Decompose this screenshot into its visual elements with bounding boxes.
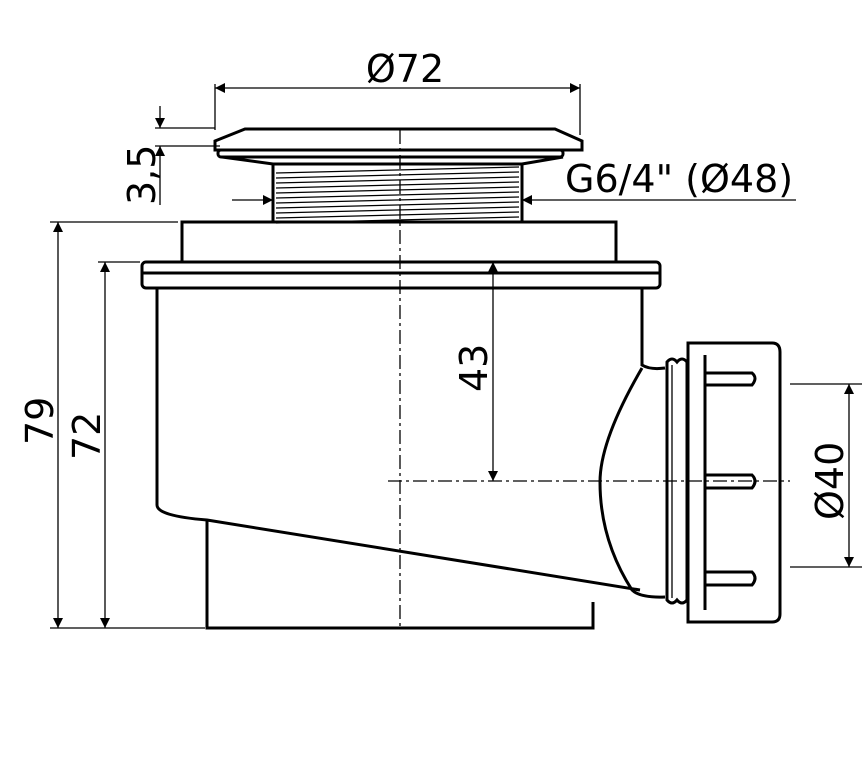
label-outlet-diameter: Ø40 [808,442,852,520]
dim-outlet-height: 43 [452,262,498,481]
thread-section [271,162,524,224]
label-total-height: 79 [18,397,62,445]
body-top-block [180,220,618,264]
thread-line [275,196,520,204]
thread-line [275,186,520,194]
dim-outlet-diameter: Ø40 [790,383,862,568]
drain-cap [213,127,584,166]
trap-body [155,288,666,630]
label-cap-diameter: Ø72 [366,47,444,91]
thread-line [275,176,520,184]
flange [140,260,662,290]
dim-thread: G6/4" (Ø48) [232,157,796,205]
label-outlet-height: 43 [452,344,496,392]
thread-line [275,206,520,214]
dim-cap-height: 3,5 [120,106,220,205]
dim-body-height: 72 [65,261,140,628]
label-cap-height: 3,5 [120,145,164,205]
thread-line [275,181,520,189]
dim-cap-diameter: Ø72 [214,47,581,135]
dim-total-height: 79 [18,221,205,629]
thread-line [275,211,520,219]
thread-line [275,171,520,179]
thread-line [275,191,520,199]
label-thread: G6/4" (Ø48) [565,157,793,201]
thread-line [275,201,520,209]
outlet-connector [665,341,782,624]
label-body-height: 72 [65,412,109,460]
thread-line [275,166,520,174]
